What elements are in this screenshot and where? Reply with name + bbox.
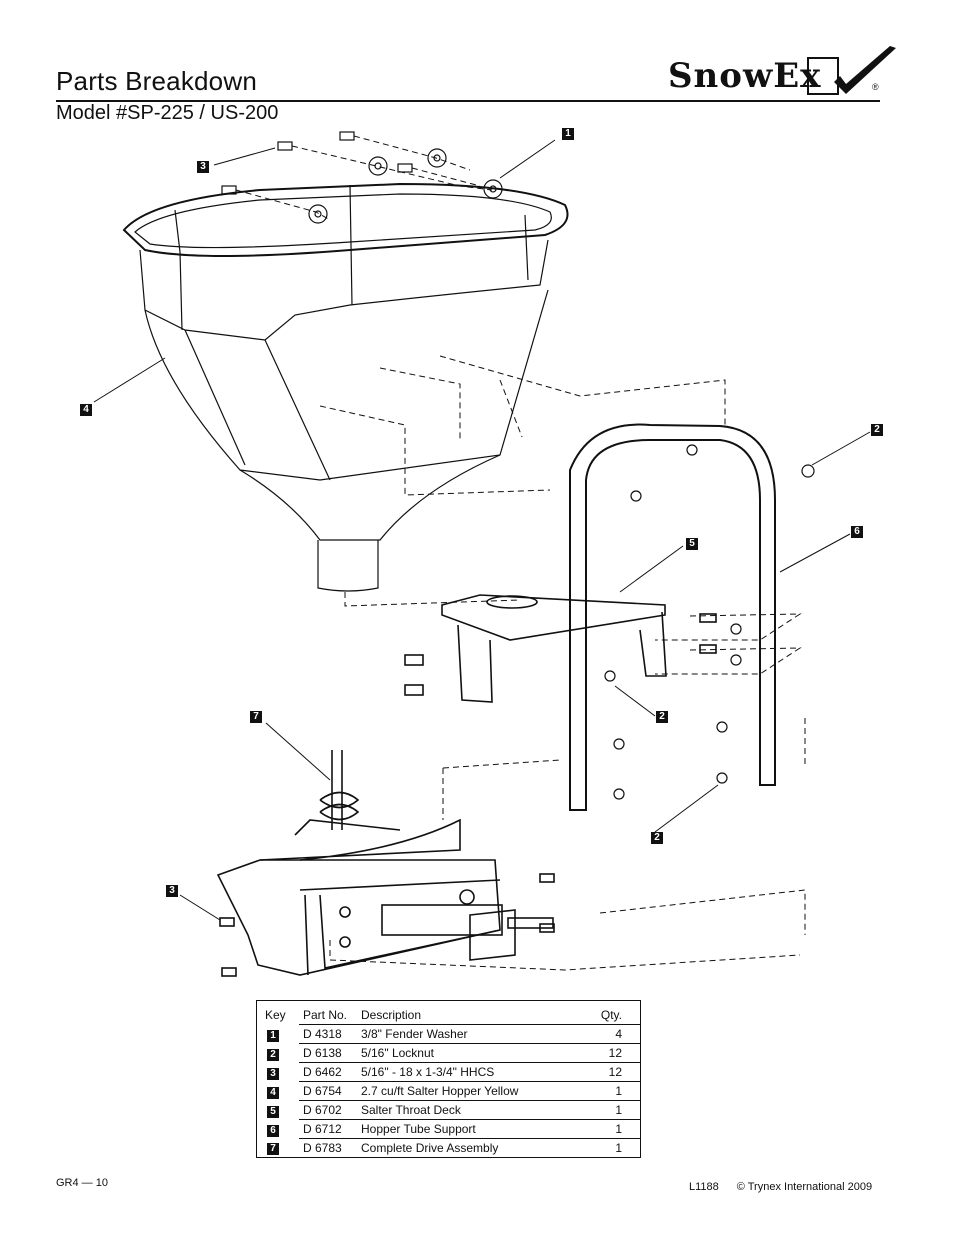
header-key: Key — [265, 1008, 286, 1023]
callout-badge: 2 — [651, 832, 663, 844]
part-description: 2.7 cu/ft Salter Hopper Yellow — [357, 1081, 582, 1101]
part-qty: 1 — [581, 1138, 641, 1158]
part-description: Hopper Tube Support — [357, 1119, 582, 1139]
key-badge: 4 — [267, 1086, 279, 1099]
part-number: D 4318 — [299, 1024, 357, 1044]
table-row: 4 D 6754 2.7 cu/ft Salter Hopper Yellow … — [257, 1081, 641, 1101]
hopper-drawing — [122, 182, 569, 592]
part-number: D 6702 — [299, 1100, 357, 1120]
footer-right: L1188 © Trynex International 2009 — [689, 1181, 872, 1193]
part-qty: 12 — [581, 1043, 641, 1063]
callout-badge: 3 — [197, 161, 209, 173]
page-reference: GR4 — 10 — [56, 1177, 108, 1189]
key-badge: 5 — [267, 1105, 279, 1118]
exploded-parts-diagram — [93, 131, 871, 977]
part-qty: 4 — [581, 1024, 641, 1044]
key-badge: 3 — [267, 1067, 279, 1080]
callout-badge: 4 — [80, 404, 92, 416]
title-rule — [56, 100, 880, 102]
table-header-row: Key Part No. Description Qty. — [257, 1001, 641, 1025]
part-qty: 1 — [581, 1081, 641, 1101]
header-qty: Qty. — [600, 1008, 622, 1022]
part-number: D 6783 — [299, 1138, 357, 1158]
snowex-logo: SnowEx ® — [664, 44, 900, 100]
table-row: 1 D 4318 3/8" Fender Washer 4 — [257, 1024, 641, 1044]
callout-badge: 3 — [166, 885, 178, 897]
logo-checkmark-icon — [807, 46, 896, 95]
leader-lines — [93, 139, 871, 921]
part-description: 5/16" - 18 x 1-3/4" HHCS — [357, 1062, 582, 1082]
registered-mark: ® — [872, 82, 879, 92]
tube-support-drawing — [569, 423, 776, 811]
callout-badge: 2 — [871, 424, 883, 436]
part-description: Complete Drive Assembly — [357, 1138, 582, 1158]
callout-badge: 2 — [656, 711, 668, 723]
table-row: 2 D 6138 5/16" Locknut 12 — [257, 1043, 641, 1063]
table-row: 6 D 6712 Hopper Tube Support 1 — [257, 1119, 641, 1139]
part-number: D 6138 — [299, 1043, 357, 1063]
part-description: 5/16" Locknut — [357, 1043, 582, 1063]
table-row: 7 D 6783 Complete Drive Assembly 1 — [257, 1138, 641, 1158]
key-badge: 1 — [267, 1029, 279, 1042]
header-part-no: Part No. — [303, 1008, 348, 1022]
header-description: Description — [361, 1008, 422, 1022]
washers-bolts-top — [221, 131, 503, 224]
part-description: Salter Throat Deck — [357, 1100, 582, 1120]
logo-wordmark: SnowEx — [668, 56, 822, 96]
key-badge: 2 — [267, 1048, 279, 1061]
table-row: 3 D 6462 5/16" - 18 x 1-3/4" HHCS 12 — [257, 1062, 641, 1082]
callout-badge: 1 — [562, 128, 574, 140]
model-subtitle: Model #SP-225 / US-200 — [56, 102, 279, 124]
part-qty: 12 — [581, 1062, 641, 1082]
part-number: D 6754 — [299, 1081, 357, 1101]
table-row: 5 D 6702 Salter Throat Deck 1 — [257, 1100, 641, 1120]
tube-fasteners — [604, 444, 815, 800]
part-qty: 1 — [581, 1119, 641, 1139]
callout-badge: 5 — [686, 538, 698, 550]
parts-table: Key Part No. Description Qty. 1 D 4318 3… — [256, 1000, 641, 1158]
callout-badge: 6 — [851, 526, 863, 538]
document-number: L1188 — [689, 1181, 719, 1193]
page-title: Parts Breakdown — [56, 66, 257, 96]
drive-assembly-drawing — [216, 750, 555, 977]
key-badge: 6 — [267, 1124, 279, 1137]
throat-deck-drawing — [404, 594, 717, 703]
part-description: 3/8" Fender Washer — [357, 1024, 582, 1044]
key-badge: 7 — [267, 1143, 279, 1156]
part-number: D 6462 — [299, 1062, 357, 1082]
part-number: D 6712 — [299, 1119, 357, 1139]
part-qty: 1 — [581, 1100, 641, 1120]
copyright: © Trynex International 2009 — [736, 1181, 873, 1193]
callout-badge: 7 — [250, 711, 262, 723]
